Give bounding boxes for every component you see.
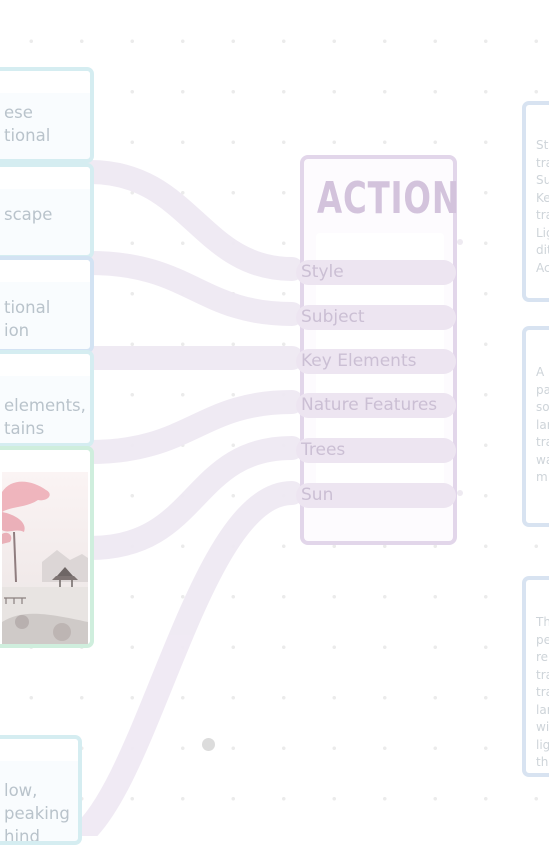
input-trees[interactable]: Trees	[296, 438, 456, 463]
input-key-elements[interactable]: Key Elements	[296, 349, 456, 374]
style-card[interactable]: ese tional	[0, 67, 94, 163]
key-elements-card[interactable]: tional ion	[0, 256, 94, 353]
wire-sun	[68, 481, 304, 836]
subject-card-line-1: scape	[4, 205, 53, 224]
key-elements-card-line-1: tional	[4, 298, 51, 317]
nature-features-card[interactable]: elements, tains	[0, 350, 94, 447]
right-card-3[interactable]: Th pe re: tra tra lar wi lig th	[522, 576, 549, 777]
wire-style	[78, 160, 304, 281]
image-card[interactable]	[0, 446, 94, 648]
nature-features-card-line-2: tains	[4, 419, 45, 438]
output-port[interactable]	[457, 239, 463, 245]
input-style[interactable]: Style	[296, 260, 456, 285]
right-card-2-text: A r pa so lar tra wa m	[536, 365, 549, 484]
right-card-1-text: Sty tra Su Ke tra Lig dit Ac	[536, 138, 549, 275]
input-sun[interactable]: Sun	[296, 483, 456, 508]
right-card-1[interactable]: Sty tra Su Ke tra Lig dit Ac	[522, 101, 549, 302]
action-title: ACTION	[317, 173, 460, 224]
subject-card[interactable]: scape	[0, 163, 94, 259]
style-card-line-1: ese	[4, 103, 33, 122]
output-port[interactable]	[457, 490, 463, 496]
input-nature-features[interactable]: Nature Features	[296, 393, 456, 418]
style-card-line-2: tional	[4, 126, 51, 145]
action-inputs-panel: Style Subject Key Elements Nature Featur…	[296, 233, 456, 508]
sun-card-line-2: peaking	[4, 804, 70, 823]
wire-trees	[78, 436, 304, 560]
right-card-3-text: Th pe re: tra tra lar wi lig th	[536, 615, 549, 769]
landscape-image-icon	[2, 472, 88, 644]
sun-card-line-1: low,	[4, 781, 38, 800]
sun-card[interactable]: low, peaking hind	[0, 735, 82, 845]
canvas-handle[interactable]	[202, 738, 215, 751]
action-node[interactable]: ACTION Style Subject Key Elements Nature…	[296, 155, 460, 545]
input-subject[interactable]: Subject	[296, 305, 456, 330]
sun-card-line-3: hind	[4, 827, 40, 845]
right-card-2[interactable]: A r pa so lar tra wa m	[522, 326, 549, 527]
nature-features-card-line-1: elements,	[4, 396, 86, 415]
wire-nature-features	[78, 390, 304, 464]
wire-subject	[78, 251, 304, 326]
key-elements-card-line-2: ion	[4, 321, 30, 340]
